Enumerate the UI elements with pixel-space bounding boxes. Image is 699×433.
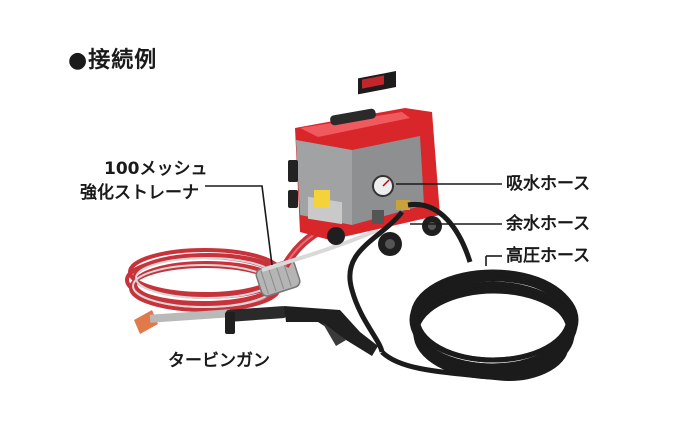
suction-hose-label: 吸水ホース [506,174,591,194]
coil-center [433,297,553,353]
turbine-gun [134,306,378,356]
leader-lines [205,183,502,266]
page-title: ●接続例 [68,48,158,73]
strainer-label-line2: 強化ストレーナ [80,183,199,203]
hose-to-gun [347,210,404,353]
washer-machine [288,71,442,256]
strainer-label-line1: 100メッシュ [104,159,208,179]
high-pressure-hose-label: 高圧ホース [506,246,591,266]
surplus-hose [261,228,379,272]
surplus-hose-label: 余水ホース [506,214,591,234]
high-pressure-hose-coil [409,269,579,380]
turbine-gun-label: タービンガン [168,351,270,371]
